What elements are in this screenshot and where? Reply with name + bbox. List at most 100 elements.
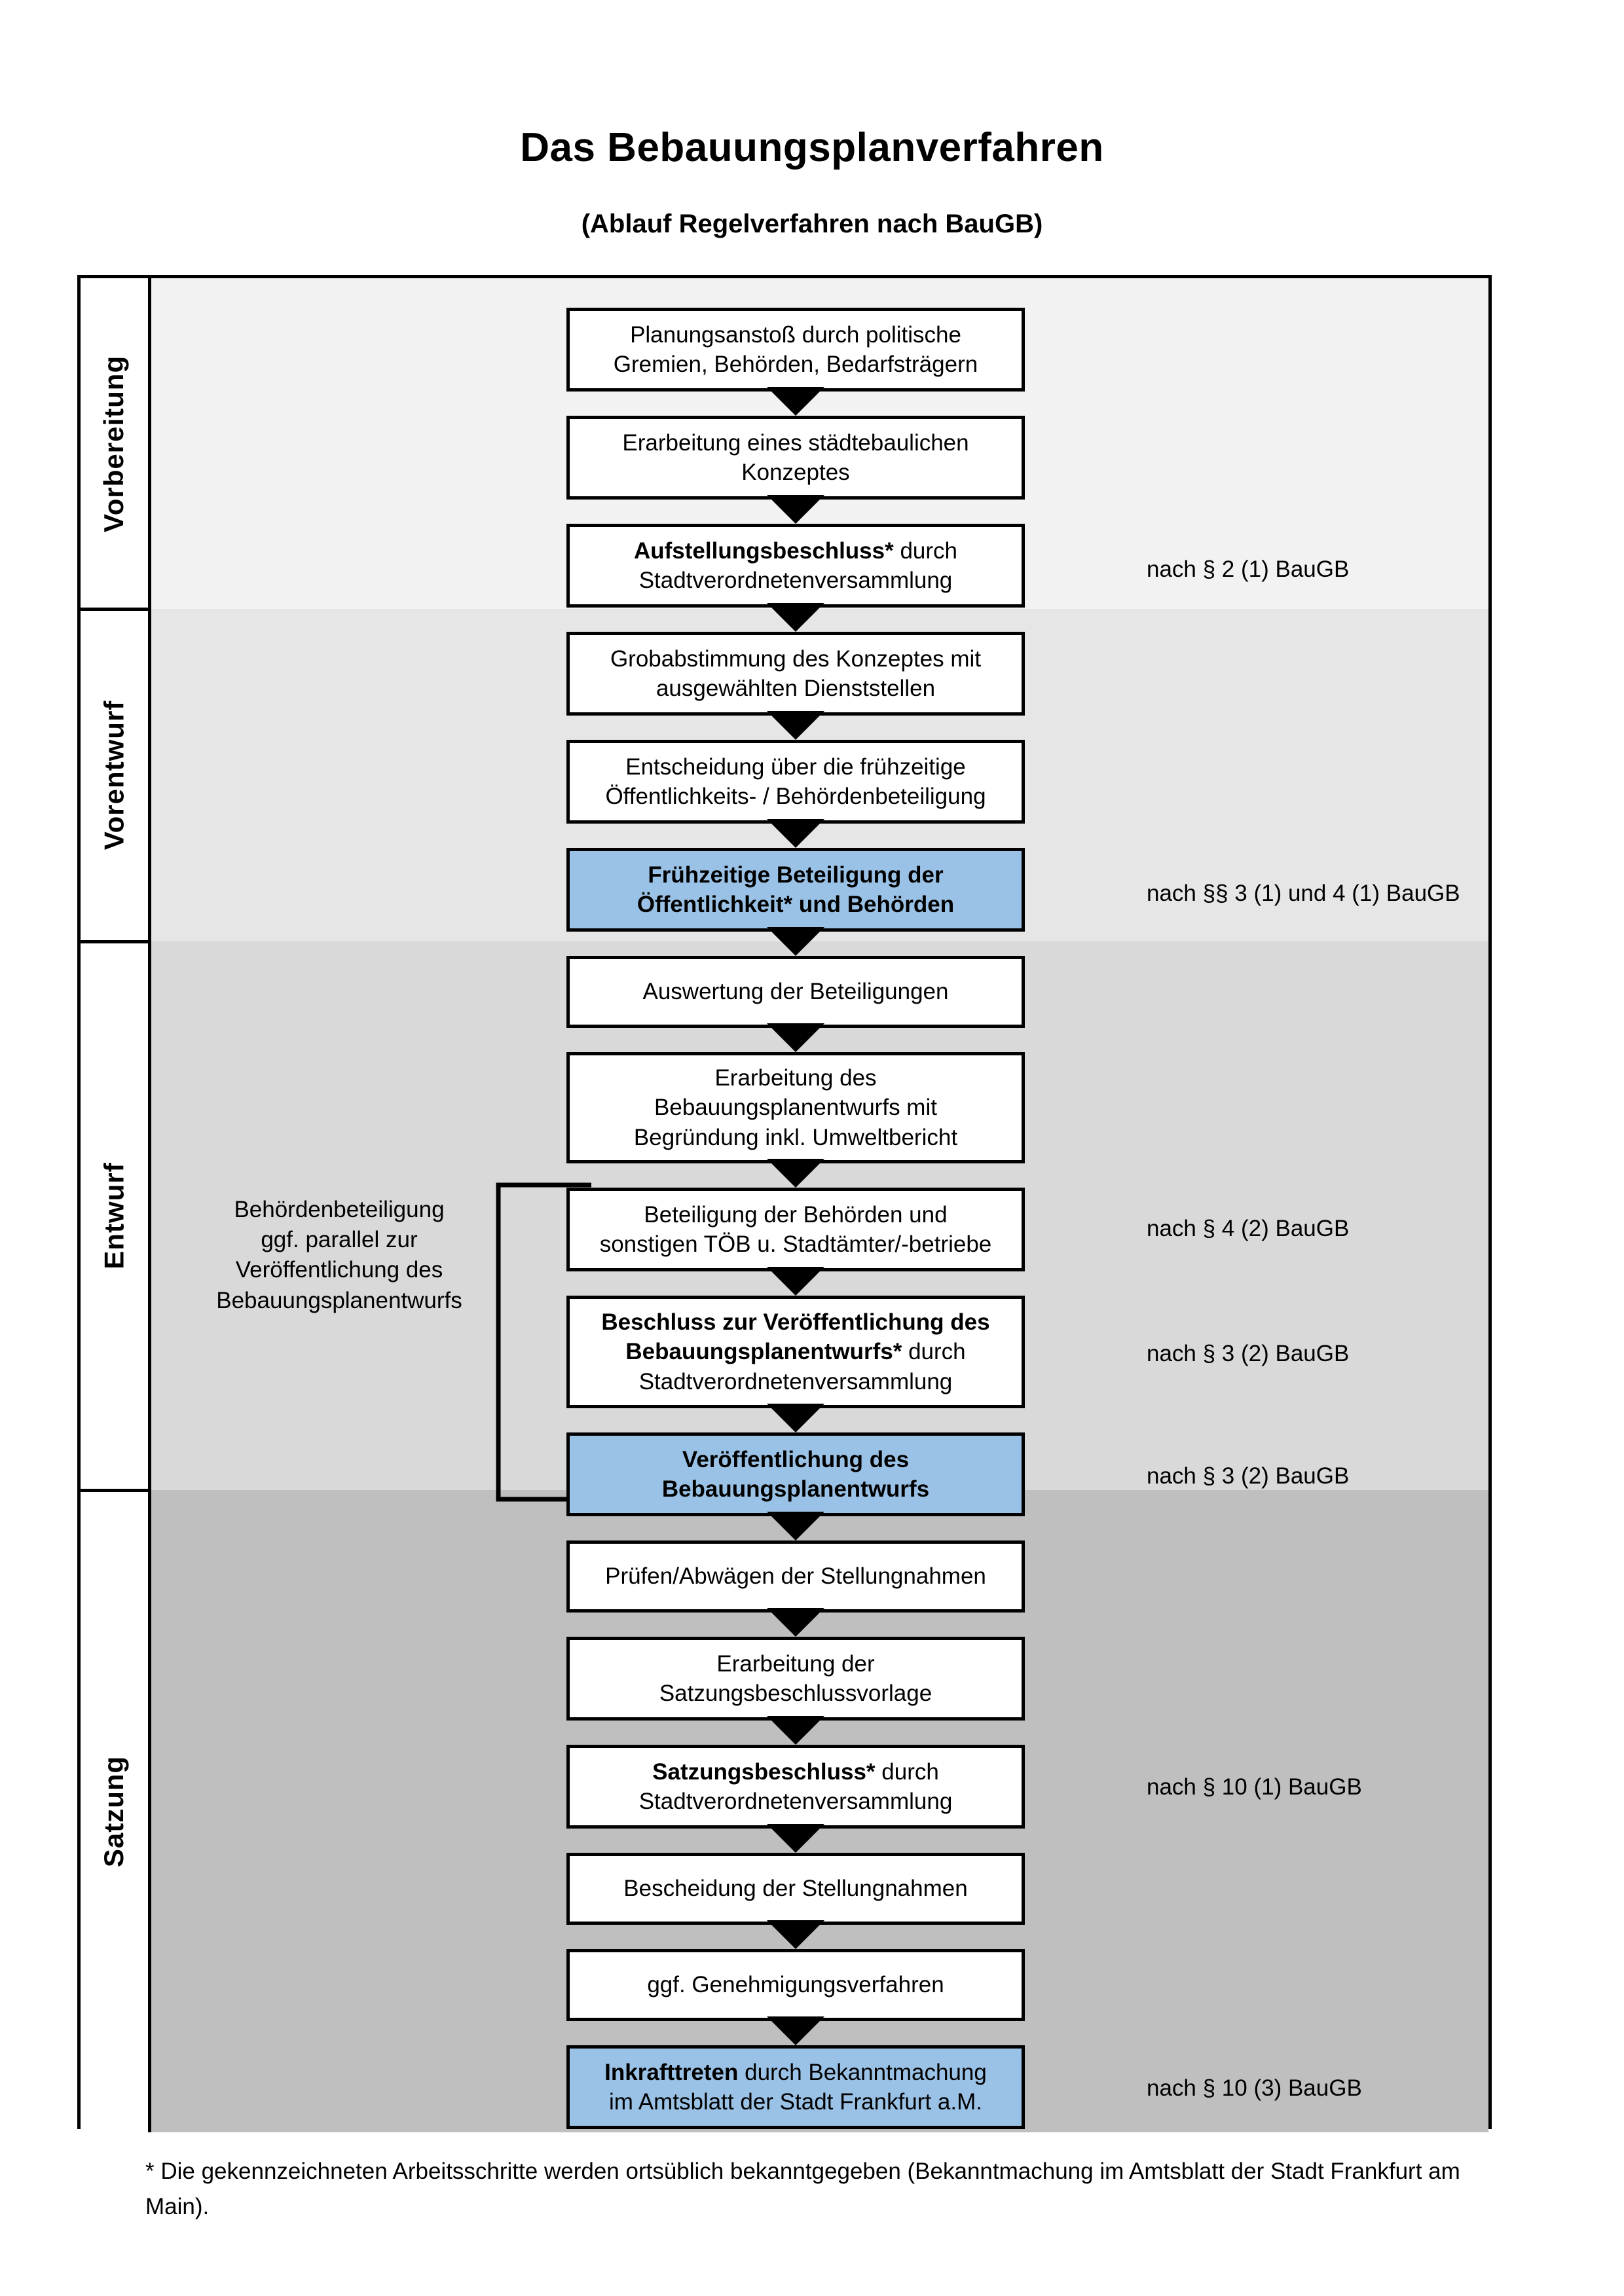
sidenote-behoerdenbeteiligung: Behördenbeteiligung ggf. parallel zur Ve… [195, 1195, 483, 1316]
step-line: Aufstellungsbeschluss* durch [634, 536, 957, 566]
phase-label-entwurf: Entwurf [81, 941, 151, 1490]
reference-paragraph-10-1: nach § 10 (1) BauGB [1147, 1774, 1362, 1800]
phase-divider [81, 1489, 151, 1492]
step-box-satzungsbeschluss[interactable]: Satzungsbeschluss* durch Stadtverordnete… [566, 1745, 1025, 1829]
flow-arrow-down-icon [767, 1920, 824, 1949]
step-line: Bebauungsplanentwurfs [661, 1476, 930, 1502]
step-line: Bebauungsplanentwurfs mit [654, 1095, 937, 1121]
phase-label-satzung: Satzung [81, 1490, 151, 2132]
phase-label-vorentwurf: Vorentwurf [81, 609, 151, 941]
footnote-text: * Die gekennzeichneten Arbeitsschritte w… [145, 2159, 1460, 2220]
step-line: Bescheidung der Stellungnahmen [623, 1876, 968, 1902]
step-box-beteiligung-behoerden-toeb[interactable]: Beteiligung der Behörden und sonstigen T… [566, 1188, 1025, 1271]
step-box-bescheidung-stellungnahmen[interactable]: Bescheidung der Stellungnahmen [566, 1853, 1025, 1925]
step-line: Veröffentlichung des [682, 1446, 910, 1472]
flow-arrow-down-icon [767, 2016, 824, 2045]
phase-label-text: Vorentwurf [98, 700, 130, 850]
flow-arrow-down-icon [767, 927, 824, 956]
flow-arrow-down-icon [767, 387, 824, 416]
flow-arrow-down-icon [767, 1512, 824, 1540]
step-box-fruehzeitige-beteiligung[interactable]: Frühzeitige Beteiligung der Öffentlichke… [566, 848, 1025, 932]
flow-arrow-down-icon [767, 603, 824, 632]
phase-label-text: Satzung [98, 1755, 130, 1867]
step-line: ggf. Genehmigungsverfahren [647, 1972, 944, 1998]
step-rest: durch [893, 538, 958, 564]
phase-divider [81, 940, 151, 943]
page-subtitle: (Ablauf Regelverfahren nach BauGB) [581, 210, 1043, 238]
reference-paragraph-10-3: nach § 10 (3) BauGB [1147, 2075, 1362, 2101]
reference-paragraph-2-1: nach § 2 (1) BauGB [1147, 556, 1350, 582]
step-line: im Amtsblatt der Stadt Frankfurt a.M. [609, 2089, 982, 2115]
step-box-inkrafttreten[interactable]: Inkrafttreten durch Bekanntmachung im Am… [566, 2045, 1025, 2129]
flow-arrow-down-icon [767, 495, 824, 524]
step-bold: Aufstellungsbeschluss* [633, 538, 894, 564]
step-line: Gremien, Behörden, Bedarfsträgern [613, 352, 978, 377]
sidenote-line: Behördenbeteiligung [234, 1197, 445, 1222]
step-line: Beteiligung der Behörden und [644, 1201, 948, 1228]
step-line: Entscheidung über die frühzeitige [625, 754, 966, 780]
step-box-erarbeitung-bebauungsplanentwurf[interactable]: Erarbeitung des Bebauungsplanentwurfs mi… [566, 1052, 1025, 1163]
step-line: Auswertung der Beteiligungen [642, 979, 949, 1005]
step-box-planungsanstoss[interactable]: Planungsanstoß durch politische Gremien,… [566, 308, 1025, 392]
phase-divider [81, 608, 151, 611]
step-box-pruefen-abwaegen[interactable]: Prüfen/Abwägen der Stellungnahmen [566, 1540, 1025, 1613]
step-line: Satzungsbeschlussvorlage [659, 1681, 932, 1706]
step-box-entscheidung-fruehzeitige-beteiligung[interactable]: Entscheidung über die frühzeitige Öffent… [566, 740, 1025, 824]
step-box-grobabstimmung[interactable]: Grobabstimmung des Konzeptes mit ausgewä… [566, 632, 1025, 716]
step-line: ausgewählten Dienststellen [655, 676, 936, 701]
step-line: Stadtverordnetenversammlung [638, 568, 953, 593]
step-box-aufstellungsbeschluss[interactable]: Aufstellungsbeschluss* durch Stadtverord… [566, 524, 1025, 608]
step-line: Stadtverordnetenversammlung [638, 1789, 953, 1814]
step-box-auswertung-beteiligungen[interactable]: Auswertung der Beteiligungen [566, 956, 1025, 1028]
flow-arrow-down-icon [767, 819, 824, 848]
step-line: Konzeptes [741, 460, 850, 485]
flow-arrow-down-icon [767, 1159, 824, 1188]
step-line: Planungsanstoß durch politische [630, 321, 961, 348]
step-box-staedtebauliches-konzept[interactable]: Erarbeitung eines städtebaulichen Konzep… [566, 416, 1025, 500]
step-bold: Beschluss zur Veröffentlichung des [601, 1309, 990, 1335]
flow-arrow-down-icon [767, 1716, 824, 1745]
step-line: sonstigen TÖB u. Stadtämter/-betriebe [599, 1231, 992, 1257]
step-line: Begründung inkl. Umweltbericht [633, 1124, 958, 1150]
step-bold: Bebauungsplanentwurfs* [625, 1339, 902, 1365]
phase-label-text: Entwurf [98, 1162, 130, 1269]
reference-paragraph-3-2-b: nach § 3 (2) BauGB [1147, 1463, 1350, 1489]
step-rest: durch [875, 1758, 939, 1785]
reference-paragraph-3-1-4-1: nach §§ 3 (1) und 4 (1) BauGB [1147, 881, 1460, 906]
flow-arrow-down-icon [767, 1608, 824, 1637]
step-line: Grobabstimmung des Konzeptes mit [610, 646, 982, 672]
sidenote-line: ggf. parallel zur [261, 1227, 418, 1253]
sidenote-line: Veröffentlichung des [235, 1257, 443, 1283]
step-bold: Inkrafttreten [604, 2059, 739, 2085]
flow-arrow-down-icon [767, 1023, 824, 1052]
flowchart-frame: Vorbereitung Vorentwurf Entwurf Satzung … [77, 275, 1492, 2132]
page-title: Das Bebauungsplanverfahren [520, 125, 1104, 170]
step-line: Satzungsbeschluss* durch [639, 1757, 953, 1787]
flow-arrow-down-icon [767, 711, 824, 740]
flow-arrow-down-icon [767, 1404, 824, 1432]
step-rest: durch [902, 1339, 966, 1365]
step-line: Erarbeitung eines städtebaulichen [622, 429, 969, 456]
step-box-genehmigungsverfahren[interactable]: ggf. Genehmigungsverfahren [566, 1949, 1025, 2021]
step-line: Frühzeitige Beteiligung der [648, 862, 944, 888]
flow-arrow-down-icon [767, 1824, 824, 1853]
phase-label-vorbereitung: Vorbereitung [81, 278, 151, 609]
step-box-beschluss-veroeffentlichung[interactable]: Beschluss zur Veröffentlichung des Bebau… [566, 1296, 1025, 1408]
step-box-veroeffentlichung-bebauungsplanentwurf[interactable]: Veröffentlichung des Bebauungsplanentwur… [566, 1432, 1025, 1516]
step-bold: Satzungsbeschluss* [652, 1758, 876, 1785]
step-line: Öffentlichkeits- / Behördenbeteiligung [605, 784, 986, 809]
step-line: Erarbeitung des [714, 1065, 877, 1091]
step-line: Erarbeitung der [716, 1650, 875, 1677]
step-line: Stadtverordnetenversammlung [638, 1368, 953, 1394]
step-rest: durch Bekanntmachung [738, 2059, 987, 2085]
reference-paragraph-4-2: nach § 4 (2) BauGB [1147, 1216, 1350, 1241]
sidenote-line: Bebauungsplanentwurfs [216, 1287, 462, 1313]
flow-arrow-down-icon [767, 1267, 824, 1296]
phase-label-text: Vorbereitung [98, 355, 130, 532]
reference-paragraph-3-2-a: nach § 3 (2) BauGB [1147, 1341, 1350, 1366]
step-line: Prüfen/Abwägen der Stellungnahmen [605, 1563, 986, 1590]
step-box-erarbeitung-satzungsbeschlussvorlage[interactable]: Erarbeitung der Satzungsbeschlussvorlage [566, 1637, 1025, 1721]
step-line: Inkrafttreten durch Bekanntmachung [604, 2058, 987, 2088]
step-line: Beschluss zur Veröffentlichung des [601, 1307, 989, 1338]
step-line: Öffentlichkeit* und Behörden [637, 892, 955, 917]
